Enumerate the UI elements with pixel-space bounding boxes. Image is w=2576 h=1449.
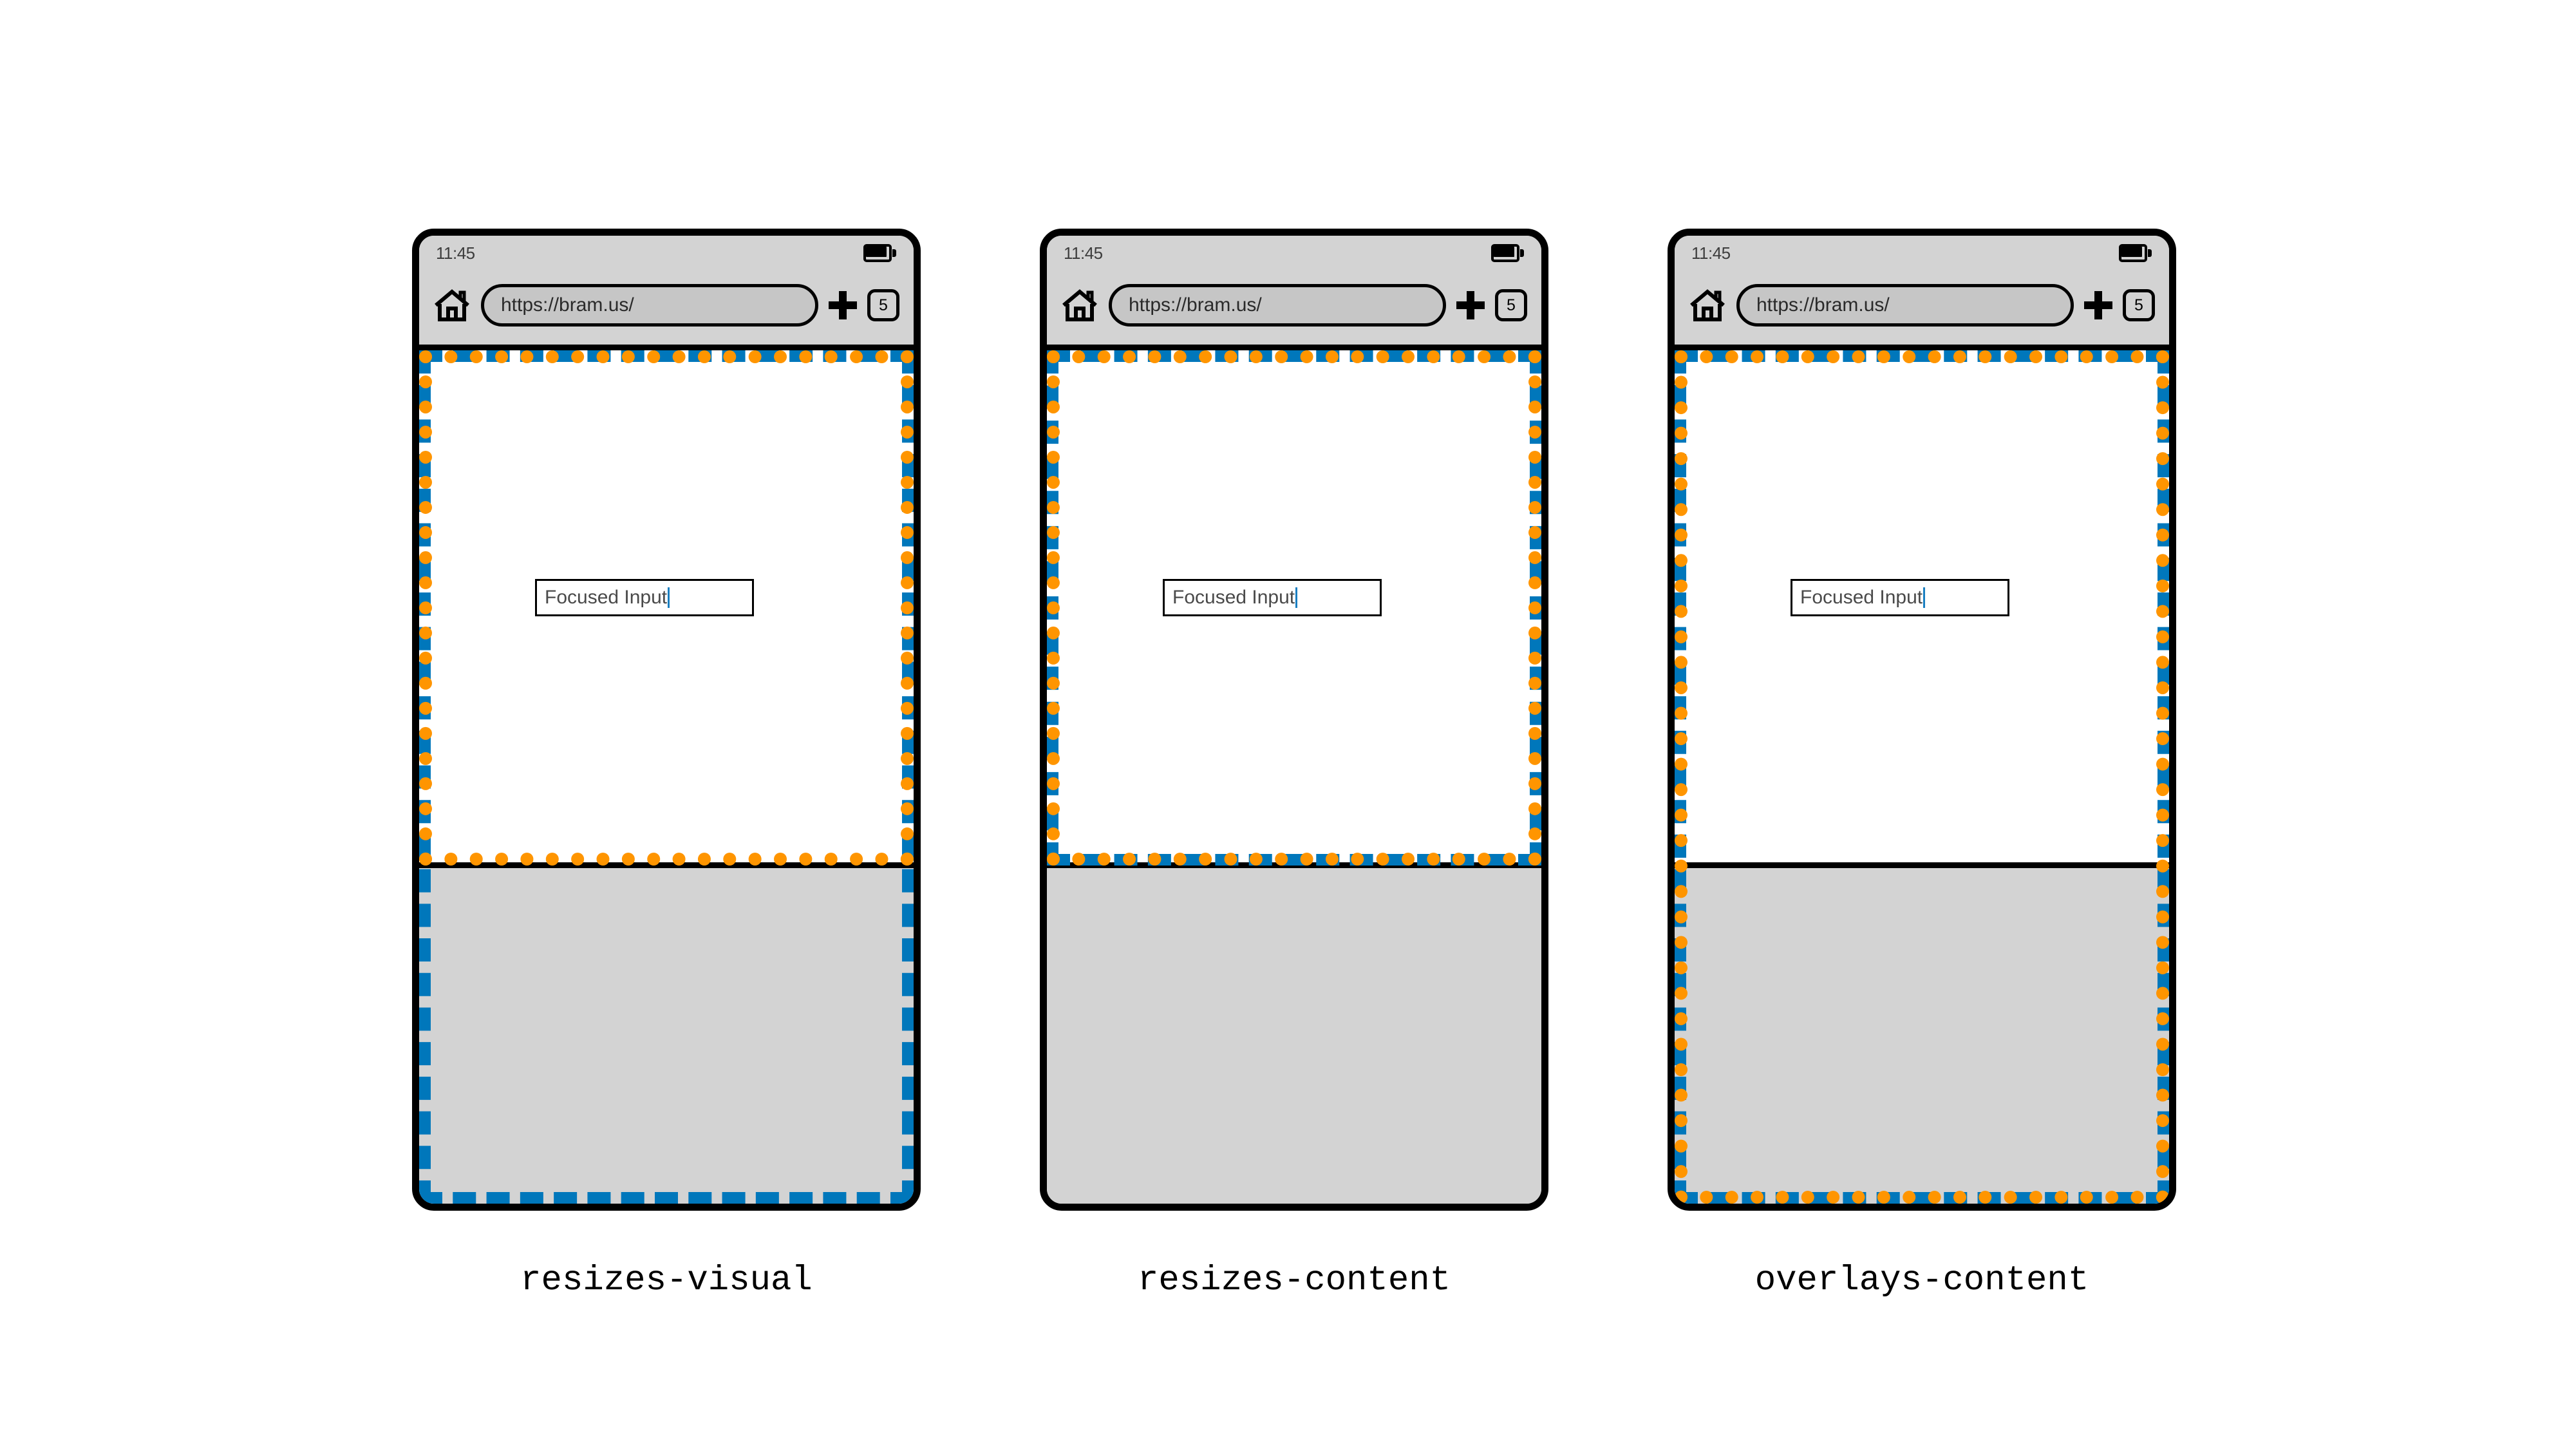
panel-caption: resizes-visual [520, 1261, 813, 1300]
url-text: https://bram.us/ [501, 294, 634, 316]
browser-chrome: 11:45 [419, 236, 914, 350]
browser-toolbar: https://bram.us/ 5 [419, 269, 914, 341]
home-icon[interactable] [1689, 289, 1726, 322]
text-caret [1923, 587, 1926, 608]
page-area: Focused Input [419, 350, 914, 1204]
url-bar[interactable]: https://bram.us/ [481, 284, 818, 327]
url-bar[interactable]: https://bram.us/ [1109, 284, 1446, 327]
phone-comparison-row: 11:45 [412, 229, 2176, 1336]
status-bar-time: 11:45 [1691, 243, 1731, 263]
browser-chrome: 11:45 [1047, 236, 1541, 350]
focused-input[interactable]: Focused Input [1163, 579, 1382, 616]
battery-fill [2121, 247, 2142, 257]
battery-icon [1491, 244, 1525, 262]
status-bar-time: 11:45 [436, 243, 475, 263]
tab-count-button[interactable]: 5 [1495, 289, 1527, 321]
battery-fill [1494, 247, 1514, 257]
battery-fill [866, 247, 887, 257]
phone-mockup: 11:45 [412, 229, 921, 1211]
virtual-keyboard [1675, 862, 2169, 1204]
virtual-keyboard [419, 862, 914, 1204]
panel-caption: overlays-content [1754, 1261, 2089, 1300]
panel-overlays-content: 11:45 [1668, 229, 2176, 1300]
focused-input-value: Focused Input [1800, 587, 1923, 608]
battery-cap [892, 249, 896, 257]
status-bar-time: 11:45 [1064, 243, 1103, 263]
url-text: https://bram.us/ [1129, 294, 1262, 316]
panel-resizes-content: 11:45 [1040, 229, 1548, 1300]
virtual-keyboard [1047, 862, 1541, 1204]
tab-count-button[interactable]: 5 [2123, 289, 2155, 321]
text-caret [668, 587, 670, 608]
url-text: https://bram.us/ [1756, 294, 1890, 316]
battery-cap [2148, 249, 2152, 257]
tab-count-button[interactable]: 5 [867, 289, 899, 321]
page-area: Focused Input [1047, 350, 1541, 1204]
browser-toolbar: https://bram.us/ 5 [1047, 269, 1541, 341]
home-icon[interactable] [433, 289, 471, 322]
panel-resizes-visual: 11:45 [412, 229, 921, 1300]
focused-input[interactable]: Focused Input [535, 579, 754, 616]
web-page-content: Focused Input [419, 350, 914, 862]
plus-icon[interactable] [1456, 291, 1485, 319]
text-caret [1295, 587, 1298, 608]
focused-input-value: Focused Input [1172, 587, 1295, 608]
focused-input-value: Focused Input [545, 587, 668, 608]
plus-icon[interactable] [2084, 291, 2112, 319]
page-area: Focused Input [1675, 350, 2169, 1204]
focused-input[interactable]: Focused Input [1791, 579, 2009, 616]
web-page-content: Focused Input [1675, 350, 2169, 862]
panel-caption: resizes-content [1137, 1261, 1451, 1300]
phone-mockup: 11:45 [1668, 229, 2176, 1211]
browser-toolbar: https://bram.us/ 5 [1675, 269, 2169, 341]
home-icon[interactable] [1061, 289, 1098, 322]
phone-mockup: 11:45 [1040, 229, 1548, 1211]
battery-icon [863, 244, 897, 262]
browser-chrome: 11:45 [1675, 236, 2169, 350]
url-bar[interactable]: https://bram.us/ [1736, 284, 2074, 327]
plus-icon[interactable] [829, 291, 857, 319]
battery-cap [1520, 249, 1524, 257]
web-page-content: Focused Input [1047, 350, 1541, 862]
battery-icon [2119, 244, 2152, 262]
